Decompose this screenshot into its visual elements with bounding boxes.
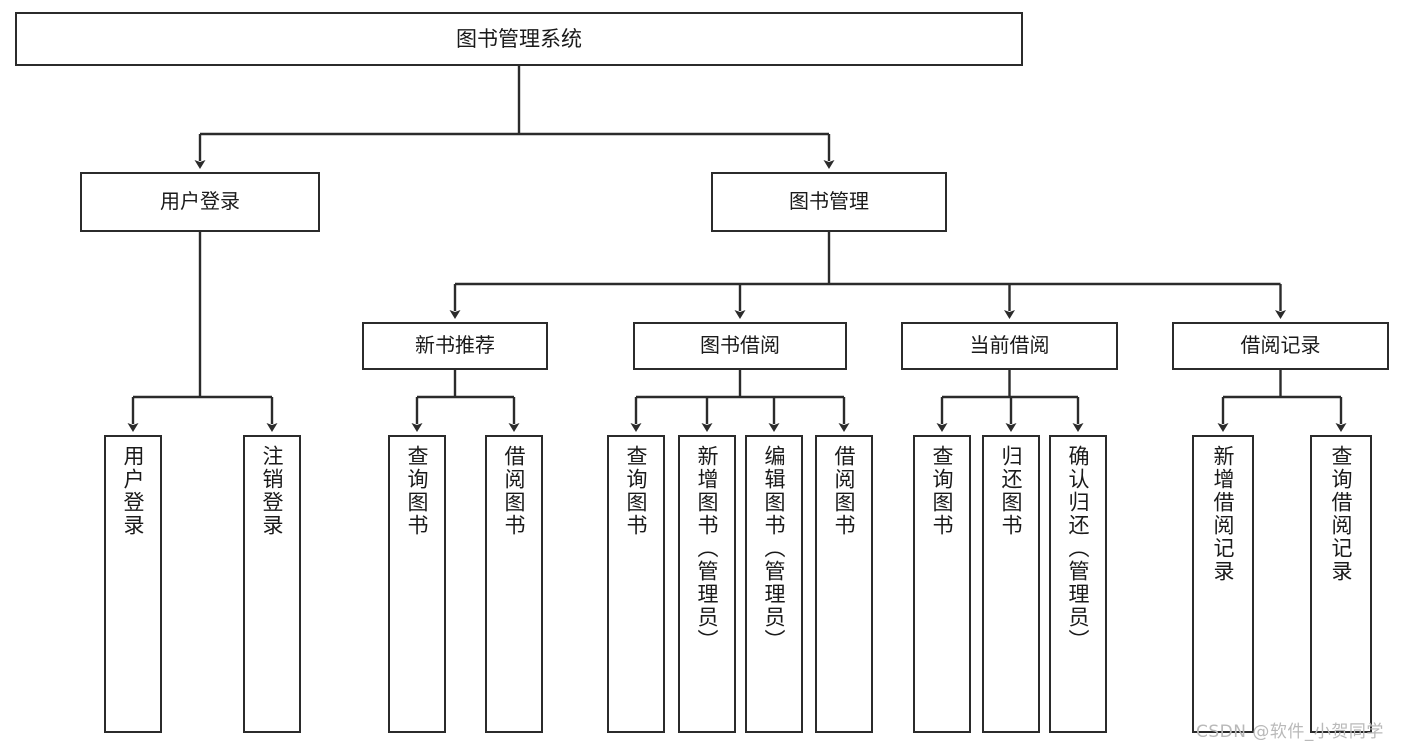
node-leaf-login-1[interactable]: 用户登录	[104, 435, 162, 733]
node-leaf-rec-2[interactable]: 查询借阅记录	[1310, 435, 1372, 733]
node-label: 借阅图书	[832, 445, 857, 537]
node-label: 查询图书	[930, 445, 955, 537]
node-label: 查询借阅记录	[1329, 445, 1354, 583]
node-label: 新增借阅记录	[1211, 445, 1236, 583]
node-label: 注销登录	[260, 445, 285, 537]
node-leaf-borrow-4[interactable]: 借阅图书	[815, 435, 873, 733]
csdn-watermark: CSDN @软件_小贺同学	[1196, 722, 1384, 742]
node-leaf-rec-1[interactable]: 新增借阅记录	[1192, 435, 1254, 733]
node-root[interactable]: 图书管理系统	[15, 12, 1023, 66]
node-label: 查询图书	[624, 445, 649, 537]
node-label: 编辑图书（管理员）	[762, 445, 787, 652]
node-label: 借阅记录	[1240, 333, 1321, 358]
node-borrow[interactable]: 图书借阅	[633, 322, 847, 370]
node-leaf-login-2[interactable]: 注销登录	[243, 435, 301, 733]
node-leaf-cur-2[interactable]: 归还图书	[982, 435, 1040, 733]
node-newbook[interactable]: 新书推荐	[362, 322, 548, 370]
node-bookmgmt[interactable]: 图书管理	[711, 172, 947, 232]
node-label: 确认归还（管理员）	[1066, 445, 1091, 652]
node-current[interactable]: 当前借阅	[901, 322, 1118, 370]
node-label: 新增图书（管理员）	[695, 445, 720, 652]
node-leaf-borrow-2[interactable]: 新增图书（管理员）	[678, 435, 736, 733]
node-label: 图书管理	[789, 189, 869, 214]
node-leaf-new-1[interactable]: 查询图书	[388, 435, 446, 733]
node-label: 查询图书	[405, 445, 430, 537]
node-login[interactable]: 用户登录	[80, 172, 320, 232]
node-label: 归还图书	[999, 445, 1024, 537]
node-label: 用户登录	[160, 189, 240, 214]
node-label: 新书推荐	[415, 333, 495, 358]
node-label: 图书借阅	[700, 333, 780, 358]
node-leaf-cur-1[interactable]: 查询图书	[913, 435, 971, 733]
node-label: 借阅图书	[502, 445, 527, 537]
node-leaf-borrow-3[interactable]: 编辑图书（管理员）	[745, 435, 803, 733]
node-records[interactable]: 借阅记录	[1172, 322, 1389, 370]
node-label: 图书管理系统	[456, 26, 582, 51]
node-label: 用户登录	[121, 445, 146, 537]
node-leaf-new-2[interactable]: 借阅图书	[485, 435, 543, 733]
node-leaf-borrow-1[interactable]: 查询图书	[607, 435, 665, 733]
node-leaf-cur-3[interactable]: 确认归还（管理员）	[1049, 435, 1107, 733]
node-label: 当前借阅	[969, 333, 1050, 358]
